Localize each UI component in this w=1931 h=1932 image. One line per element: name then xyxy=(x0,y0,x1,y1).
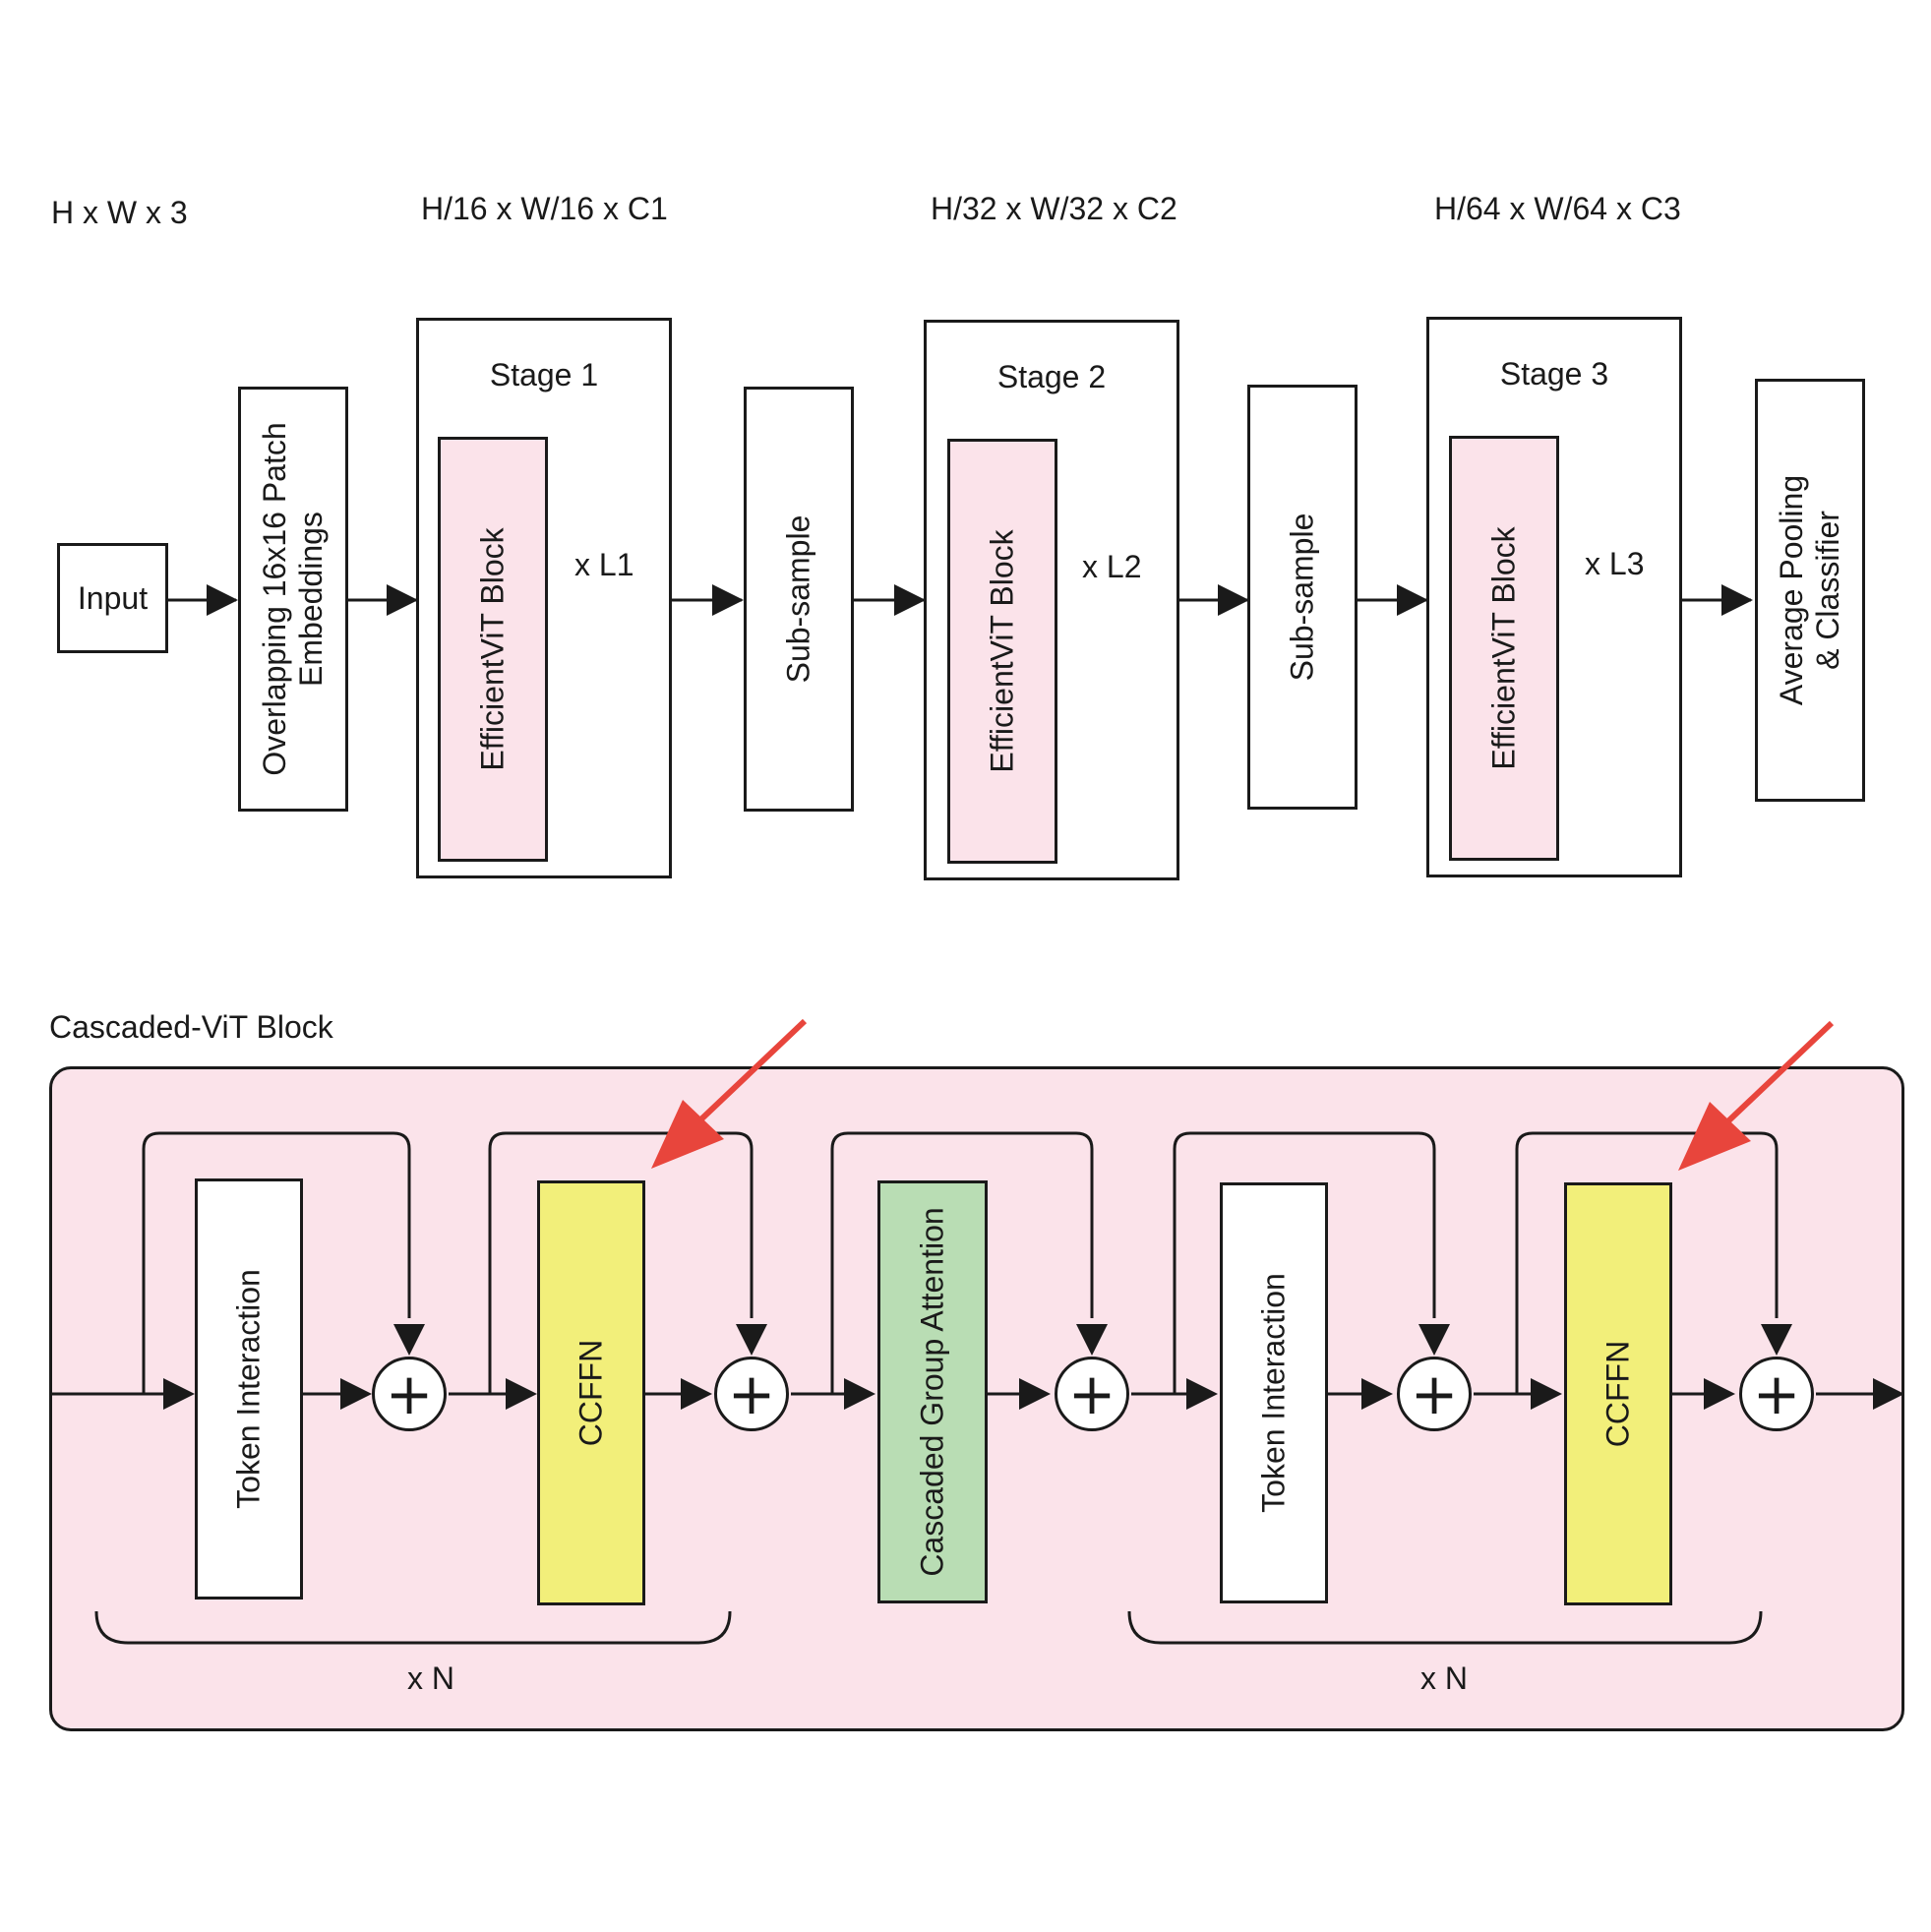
patch-embedding-label: Overlapping 16x16 Patch Embeddings xyxy=(257,422,329,776)
plus-icon: + xyxy=(727,1360,776,1427)
stage1-box: Stage 1 EfficientViT Block x L1 xyxy=(416,318,672,878)
plus-icon: + xyxy=(1410,1360,1459,1427)
dim-label-stage1: H/16 x W/16 x C1 xyxy=(421,191,668,226)
stage1-efficientvit-block: EfficientViT Block xyxy=(438,437,548,862)
patch-embedding-box: Overlapping 16x16 Patch Embeddings xyxy=(238,387,348,812)
plus-icon: + xyxy=(385,1360,434,1427)
stage3-box: Stage 3 EfficientViT Block x L3 xyxy=(1426,317,1682,877)
stage1-repeat: x L1 xyxy=(574,547,634,582)
subsample2-box: Sub-sample xyxy=(1247,385,1358,810)
residual-add-1: + xyxy=(372,1357,447,1431)
residual-add-5: + xyxy=(1739,1357,1814,1431)
pooling-classifier-box: Average Pooling & Classifier xyxy=(1755,379,1865,802)
subsample1-label: Sub-sample xyxy=(780,514,816,684)
cascaded-vit-title: Cascaded-ViT Block xyxy=(49,1009,333,1045)
stage2-title: Stage 2 xyxy=(996,359,1107,394)
cascaded-group-attention-label: Cascaded Group Attention xyxy=(914,1207,950,1577)
stage1-block-label: EfficientViT Block xyxy=(474,527,511,771)
token-interaction-box-1: Token Interaction xyxy=(195,1178,303,1600)
ccffn-label-2: CCFFN xyxy=(1599,1340,1636,1448)
stage3-efficientvit-block: EfficientViT Block xyxy=(1449,436,1559,861)
input-box: Input xyxy=(57,543,168,653)
dim-label-input: H x W x 3 xyxy=(51,195,188,230)
stage2-efficientvit-block: EfficientViT Block xyxy=(947,439,1057,864)
cascaded-group-attention-box: Cascaded Group Attention xyxy=(877,1180,988,1603)
plus-icon: + xyxy=(1067,1360,1116,1427)
dim-label-stage2: H/32 x W/32 x C2 xyxy=(931,191,1177,226)
token-interaction-label-2: Token Interaction xyxy=(1255,1273,1292,1513)
stage3-title: Stage 3 xyxy=(1499,356,1609,392)
residual-add-3: + xyxy=(1055,1357,1129,1431)
ccffn-box-1: CCFFN xyxy=(537,1180,645,1605)
token-interaction-label-1: Token Interaction xyxy=(230,1269,267,1509)
subsample2-label: Sub-sample xyxy=(1284,513,1320,682)
input-label: Input xyxy=(77,579,149,616)
ccffn-box-2: CCFFN xyxy=(1564,1182,1672,1605)
residual-add-2: + xyxy=(714,1357,789,1431)
stage2-block-label: EfficientViT Block xyxy=(984,529,1020,773)
token-interaction-box-2: Token Interaction xyxy=(1220,1182,1328,1603)
stage3-repeat: x L3 xyxy=(1585,546,1645,581)
repeat-n-label-2: x N xyxy=(1420,1660,1468,1696)
subsample1-box: Sub-sample xyxy=(744,387,854,812)
stage1-title: Stage 1 xyxy=(489,357,599,392)
plus-icon: + xyxy=(1752,1360,1801,1427)
pooling-classifier-label: Average Pooling & Classifier xyxy=(1774,474,1845,706)
repeat-n-label-1: x N xyxy=(407,1660,454,1696)
ccffn-label-1: CCFFN xyxy=(573,1339,609,1447)
stage2-repeat: x L2 xyxy=(1082,549,1142,584)
residual-add-4: + xyxy=(1397,1357,1472,1431)
stage2-box: Stage 2 EfficientViT Block x L2 xyxy=(924,320,1179,880)
stage3-block-label: EfficientViT Block xyxy=(1485,526,1522,770)
dim-label-stage3: H/64 x W/64 x C3 xyxy=(1434,191,1681,226)
